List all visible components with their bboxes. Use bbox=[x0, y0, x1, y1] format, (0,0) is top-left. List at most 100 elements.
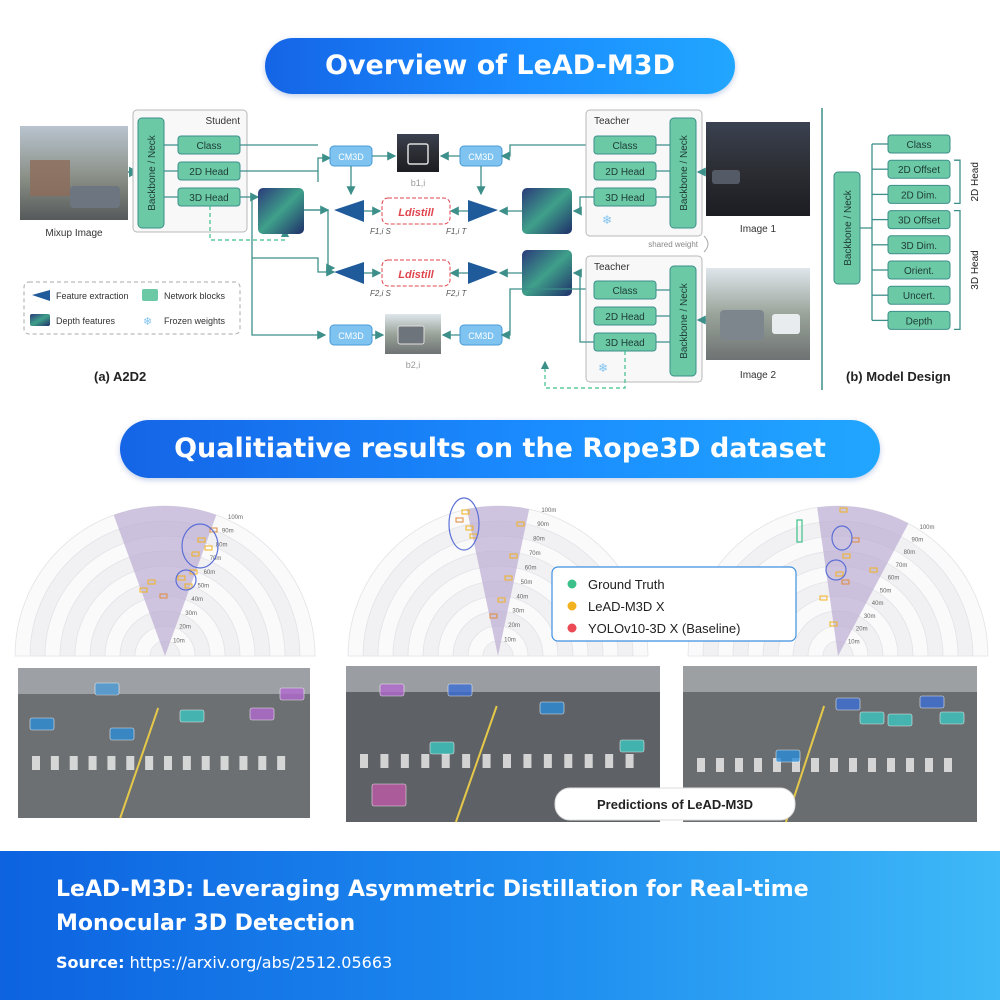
cm3d-teacher-top-label: CM3D bbox=[468, 152, 494, 162]
vehicle-detection bbox=[379, 683, 405, 697]
qualitative-results: 10m20m30m40m50m60m70m80m90m100m10m20m30m… bbox=[14, 497, 989, 823]
model-block-label-3d-offset: 3D Offset bbox=[898, 216, 940, 227]
crosswalk-stripe bbox=[126, 756, 135, 770]
bracket-3d bbox=[954, 209, 961, 331]
b2-label: b2,i bbox=[406, 360, 421, 370]
footer: LeAD-M3D: Leveraging Asymmetric Distilla… bbox=[0, 851, 1000, 1000]
range-label: 50m bbox=[521, 580, 533, 586]
lane-line bbox=[119, 707, 160, 819]
depth-features-icon bbox=[30, 314, 50, 326]
range-label: 70m bbox=[529, 551, 541, 557]
group-2d-label: 2D Head bbox=[970, 162, 981, 201]
vehicle-detection bbox=[429, 741, 455, 755]
crosswalk-stripe bbox=[830, 758, 838, 772]
crosswalk-stripe bbox=[697, 758, 705, 772]
detection-box bbox=[504, 575, 513, 581]
model-backbone-label: Backbone / Neck bbox=[843, 189, 854, 266]
vehicle-detection bbox=[371, 783, 407, 807]
vehicle-detection bbox=[775, 749, 801, 763]
highlight-ellipse bbox=[175, 569, 197, 591]
crosswalk-stripe bbox=[906, 758, 914, 772]
range-label: 30m bbox=[512, 609, 524, 615]
legend-dot bbox=[567, 601, 577, 611]
diagram-legend bbox=[23, 281, 241, 335]
detection-box bbox=[839, 507, 848, 513]
highlight-ellipse bbox=[448, 497, 480, 551]
detection-box bbox=[461, 509, 470, 515]
model-block-label-uncert: Uncert. bbox=[903, 291, 935, 302]
crosswalk-stripe bbox=[88, 756, 97, 770]
f2s-label: F2,i S bbox=[370, 289, 392, 298]
legend-label: Ground Truth bbox=[588, 577, 665, 592]
detection-box bbox=[204, 545, 213, 551]
vehicle-detection bbox=[939, 711, 965, 725]
vehicle-detection bbox=[539, 701, 565, 715]
crosswalk-stripe bbox=[849, 758, 857, 772]
range-label: 10m bbox=[848, 639, 860, 645]
crosswalk-stripe bbox=[482, 754, 491, 768]
image2-label: Image 2 bbox=[740, 370, 777, 381]
detection-box bbox=[177, 575, 186, 581]
detection-box bbox=[516, 521, 525, 527]
b1-label: b1,i bbox=[411, 178, 426, 188]
legend-label: YOLOv10-3D X (Baseline) bbox=[588, 621, 740, 636]
detection-box bbox=[465, 525, 474, 531]
crosswalk-stripe bbox=[543, 754, 552, 768]
predictions-pill bbox=[554, 787, 796, 821]
detection-box bbox=[147, 579, 156, 585]
detection-box bbox=[191, 551, 200, 557]
distill-loss-2 bbox=[381, 259, 451, 287]
range-label: 40m bbox=[191, 597, 203, 603]
fov-sector bbox=[466, 506, 530, 656]
feature-extractor-teacher-2 bbox=[468, 262, 498, 284]
vehicle-detection bbox=[619, 739, 645, 753]
teacher2-3d-label: 3D Head bbox=[605, 338, 644, 349]
teacher2-2d-label: 2D Head bbox=[605, 312, 644, 323]
teacher1-label: Teacher bbox=[594, 116, 630, 127]
detection-box bbox=[455, 517, 464, 523]
detection-box bbox=[841, 579, 850, 585]
range-label: 100m bbox=[541, 508, 556, 514]
crosswalk-stripe bbox=[503, 754, 511, 768]
range-label: 40m bbox=[872, 601, 884, 607]
legend-feature-extraction: Feature extraction bbox=[56, 291, 129, 301]
teacher2-depth-features bbox=[522, 250, 572, 296]
model-block-label-orient: Orient. bbox=[904, 266, 934, 277]
range-label: 10m bbox=[504, 638, 516, 644]
architecture-diagram: Mixup Image Student Backbone / Neck Clas… bbox=[20, 108, 981, 390]
crosswalk-stripe bbox=[523, 754, 532, 768]
caption-a2d2: (a) A2D2 bbox=[94, 369, 146, 384]
feature-extractor-student-1 bbox=[334, 200, 364, 222]
legend-label: LeAD-M3D X bbox=[588, 599, 665, 614]
detection-box bbox=[489, 613, 498, 619]
crosswalk-stripe bbox=[925, 758, 933, 772]
range-label: 20m bbox=[856, 627, 868, 633]
camera-image-3 bbox=[683, 666, 977, 823]
crosswalk-stripe bbox=[584, 754, 593, 768]
teacher2-backbone-label: Backbone / Neck bbox=[679, 282, 690, 359]
detection-box bbox=[197, 537, 206, 543]
network-blocks-icon bbox=[142, 289, 158, 301]
student-depth-features bbox=[258, 188, 304, 234]
crosswalk-stripe bbox=[258, 756, 267, 770]
teacher1-backbone-label: Backbone / Neck bbox=[679, 134, 690, 211]
model-block-label-2d-dim: 2D Dim. bbox=[901, 190, 937, 201]
vehicle-detection bbox=[447, 683, 473, 697]
range-label: 20m bbox=[508, 623, 520, 629]
crosswalk-stripe bbox=[50, 756, 59, 770]
cm3d-student-bottom-label: CM3D bbox=[338, 331, 364, 341]
frozen-icon-1: ❄ bbox=[602, 213, 612, 227]
distill-loss-1-label: Ldistill bbox=[398, 207, 434, 219]
vehicle-detection bbox=[835, 697, 861, 711]
crosswalk-stripe bbox=[220, 756, 229, 770]
vehicle-detection bbox=[919, 695, 945, 709]
highlight-ellipse bbox=[831, 525, 853, 551]
crosswalk-stripe bbox=[564, 754, 573, 768]
crosswalk-stripe bbox=[380, 754, 389, 768]
model-block-label-3d-dim: 3D Dim. bbox=[901, 241, 937, 252]
legend-dot bbox=[567, 579, 577, 589]
source-link[interactable]: https://arxiv.org/abs/2512.05663 bbox=[129, 953, 393, 972]
crosswalk-stripe bbox=[201, 756, 210, 770]
source-label: Source: bbox=[56, 953, 125, 972]
detection-box bbox=[159, 593, 168, 599]
